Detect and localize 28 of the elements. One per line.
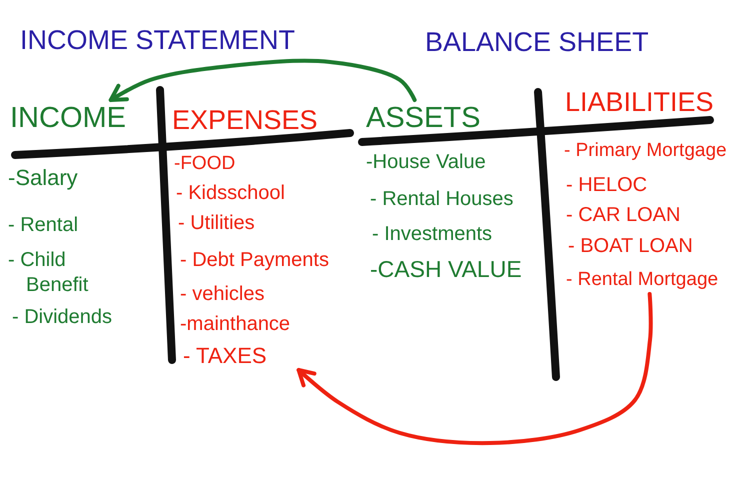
column-heading: ASSETS: [366, 100, 494, 136]
list-item: - Investments: [372, 222, 492, 247]
list-item: -mainthance: [180, 312, 290, 337]
list-item: - vehicles: [180, 282, 264, 307]
column-heading: EXPENSES: [172, 104, 318, 137]
list-item: -CASH VALUE: [370, 255, 522, 284]
section-title: BALANCE SHEET: [425, 26, 649, 59]
list-item: - Debt Payments: [180, 248, 329, 273]
list-item: - Child Benefit: [8, 248, 90, 298]
list-item: -House Value: [366, 150, 486, 175]
list-item: - Rental Houses: [370, 187, 514, 212]
list-item: - TAXES: [183, 341, 301, 370]
list-item: - BOAT LOAN: [568, 234, 693, 259]
list-item: -Salary: [8, 164, 78, 192]
curved-arrow: [296, 292, 653, 446]
list-item: - Dividends: [12, 305, 112, 330]
column-heading: LIABILITIES: [565, 86, 714, 119]
list-item: - Primary Mortgage: [564, 139, 727, 163]
list-item: - Utilities: [178, 211, 255, 236]
section-title: INCOME STATEMENT: [20, 24, 295, 57]
curved-arrow: [108, 58, 417, 102]
list-item: - CAR LOAN: [566, 203, 680, 228]
list-item: -FOOD: [174, 152, 236, 176]
list-item: - Rental: [8, 213, 78, 238]
list-item: - Rental Mortgage: [566, 266, 744, 294]
list-item: - Kidsschool: [176, 181, 285, 206]
column-heading: INCOME: [10, 100, 150, 136]
list-item: - HELOC: [566, 173, 648, 198]
